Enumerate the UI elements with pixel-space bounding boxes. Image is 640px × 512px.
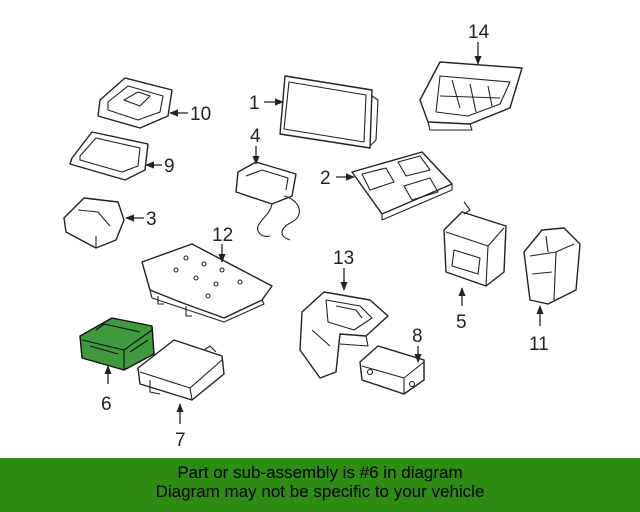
part-9[interactable] — [69, 131, 149, 181]
callout-13[interactable]: 13 — [333, 248, 354, 269]
part-6-highlighted[interactable] — [79, 317, 155, 371]
part-8[interactable] — [359, 345, 425, 395]
callout-6[interactable]: 6 — [101, 394, 112, 415]
part-2[interactable] — [351, 151, 453, 221]
callout-10[interactable]: 10 — [190, 104, 211, 125]
part-3[interactable] — [63, 197, 125, 249]
part-5[interactable] — [443, 201, 507, 287]
callout-7[interactable]: 7 — [175, 430, 186, 451]
callout-3[interactable]: 3 — [146, 209, 157, 230]
callout-1[interactable]: 1 — [249, 93, 260, 114]
part-7[interactable] — [137, 339, 225, 401]
banner-line-1: Part or sub-assembly is #6 in diagram — [177, 463, 463, 482]
callout-5[interactable]: 5 — [456, 312, 467, 333]
part-12[interactable] — [141, 243, 273, 323]
callout-11[interactable]: 11 — [529, 334, 549, 355]
parts-diagram: 10 9 3 1 4 2 — [63, 22, 581, 451]
callout-8[interactable]: 8 — [412, 326, 423, 347]
part-10[interactable] — [97, 77, 173, 129]
callout-2[interactable]: 2 — [320, 168, 331, 189]
callout-14[interactable]: 14 — [468, 22, 490, 43]
part-13[interactable] — [299, 291, 389, 379]
callout-9[interactable]: 9 — [164, 156, 175, 177]
info-banner: Part or sub-assembly is #6 in diagram Di… — [0, 458, 640, 512]
part-14[interactable] — [419, 61, 523, 131]
callout-4[interactable]: 4 — [250, 126, 261, 147]
callout-12[interactable]: 12 — [212, 225, 233, 246]
banner-line-2: Diagram may not be specific to your vehi… — [155, 482, 485, 501]
part-11[interactable] — [523, 227, 581, 305]
part-1[interactable] — [279, 75, 379, 149]
part-4[interactable] — [235, 161, 300, 241]
